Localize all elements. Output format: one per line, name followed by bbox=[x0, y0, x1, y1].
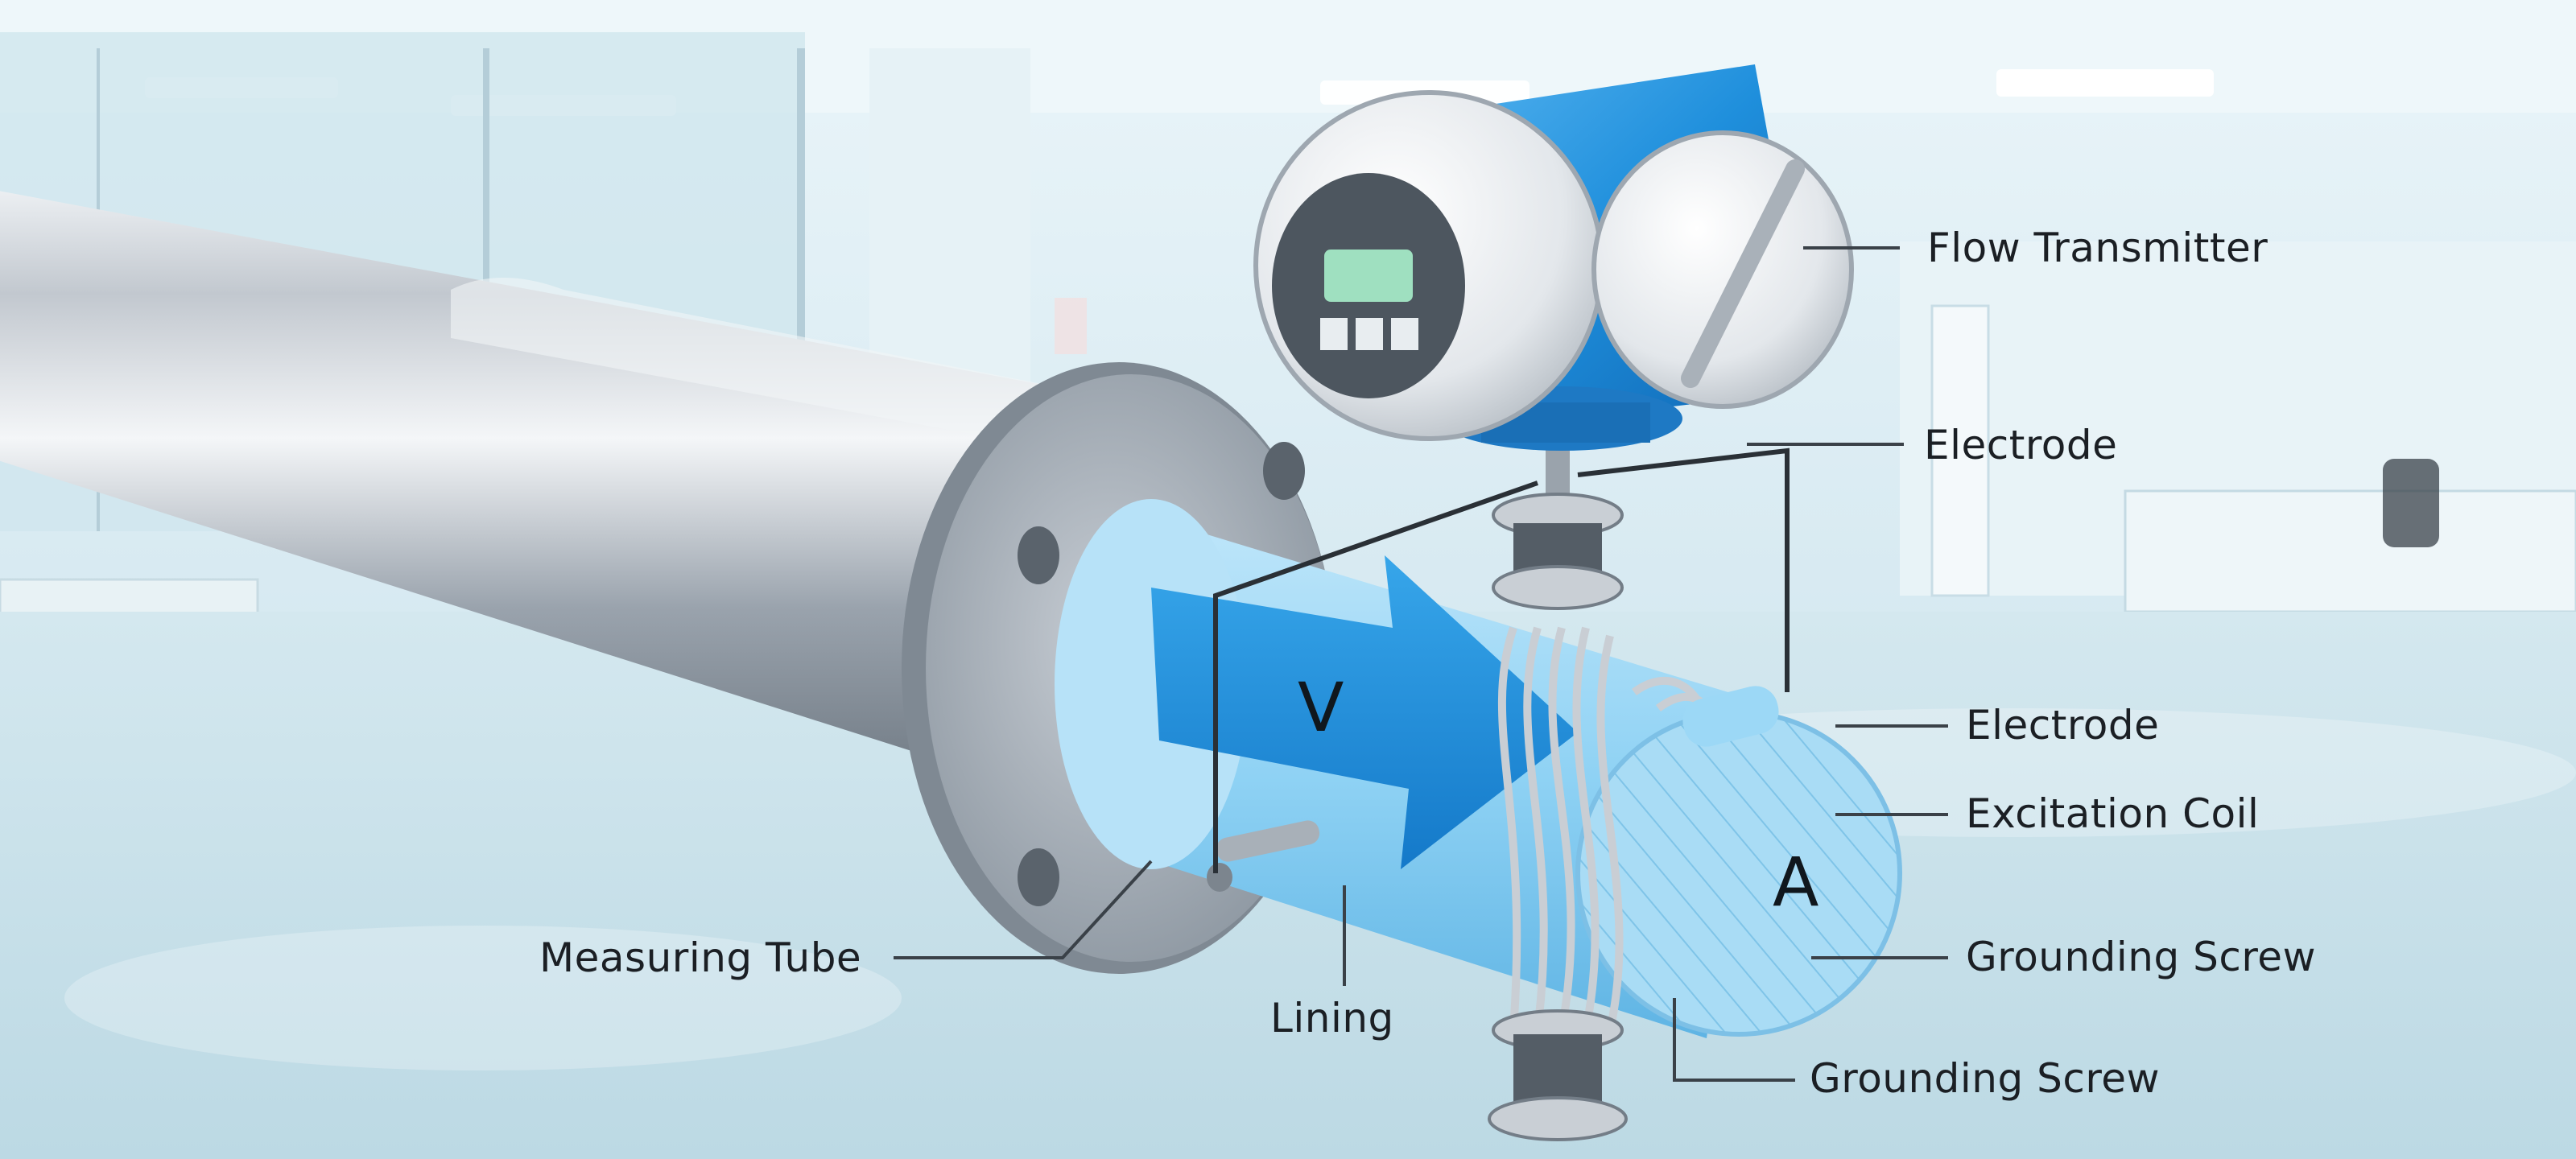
label-electrode-upper: Electrode bbox=[1924, 425, 2117, 465]
label-flow-transmitter: Flow Transmitter bbox=[1927, 228, 2268, 268]
label-grounding-screw-upper: Grounding Screw bbox=[1966, 937, 2316, 977]
label-excitation-coil: Excitation Coil bbox=[1966, 794, 2259, 834]
velocity-symbol: V bbox=[1298, 668, 1344, 747]
label-lining: Lining bbox=[1270, 998, 1394, 1038]
label-measuring-tube: Measuring Tube bbox=[539, 938, 861, 978]
flow-transmitter bbox=[1256, 64, 1852, 451]
area-symbol: A bbox=[1773, 843, 1818, 922]
label-electrode-lower: Electrode bbox=[1966, 705, 2159, 745]
label-grounding-screw-lower: Grounding Screw bbox=[1810, 1058, 2160, 1099]
